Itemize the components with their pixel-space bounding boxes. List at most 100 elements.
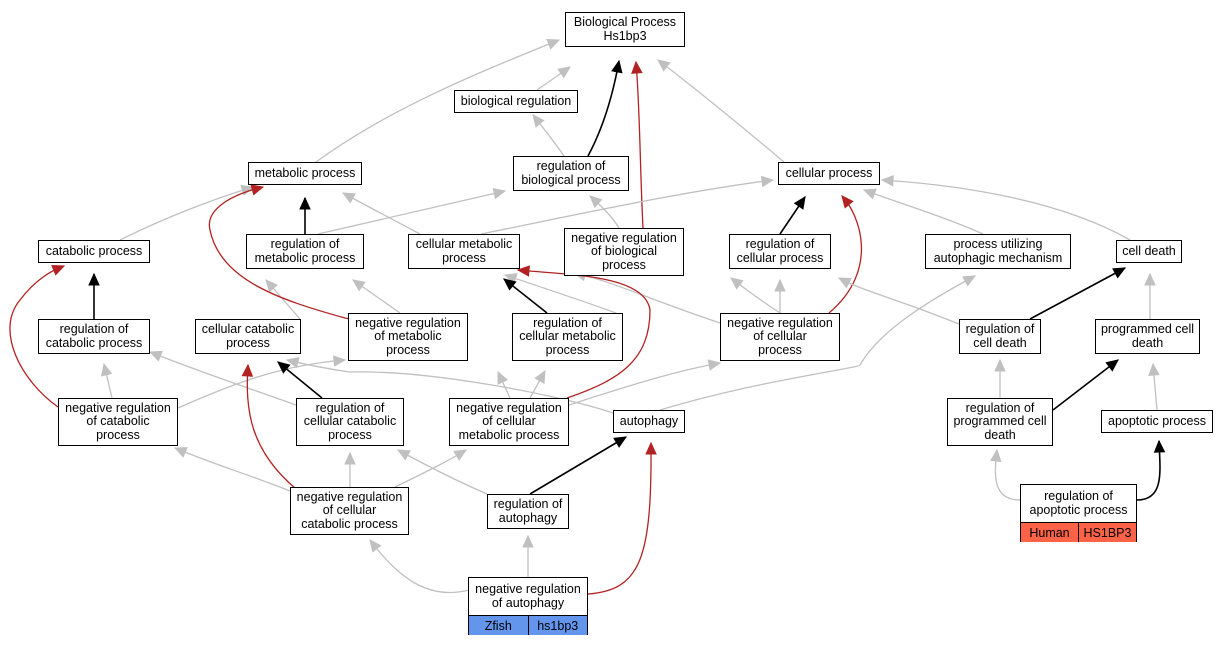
edge-arrowhead bbox=[516, 265, 530, 277]
edge-arrowhead bbox=[497, 370, 509, 385]
node-catabolic-process[interactable]: catabolic process bbox=[38, 240, 150, 263]
graph-edge bbox=[657, 59, 785, 163]
graph-edge bbox=[317, 190, 506, 235]
edge-arrowhead bbox=[1112, 267, 1127, 279]
graph-edge bbox=[828, 195, 863, 314]
graph-edge bbox=[1052, 359, 1119, 411]
node-biological-process-root[interactable]: Biological Process Hs1bp3 bbox=[565, 12, 685, 47]
node-label: process utilizing autophagic mechanism bbox=[933, 237, 1063, 265]
graph-edge bbox=[587, 442, 652, 595]
node-regulation-of-metabolic-process[interactable]: regulation of metabolic process bbox=[246, 234, 364, 269]
edge-arrowhead bbox=[962, 275, 977, 287]
node-label: catabolic process bbox=[45, 243, 143, 258]
annotated-node-negative-regulation-of-autophagy[interactable]: negative regulation of autophagy Zfish h… bbox=[468, 577, 588, 635]
graph-edge bbox=[659, 275, 976, 411]
node-process-utilizing-autophagic-mechanism[interactable]: process utilizing autophagic mechanism bbox=[925, 234, 1071, 269]
node-label: metabolic process bbox=[254, 165, 356, 180]
node-label: negative regulation of cellular process bbox=[727, 315, 833, 357]
edge-arrowhead bbox=[241, 363, 254, 377]
edge-arrowhead bbox=[1153, 439, 1166, 453]
node-label: cell death bbox=[1122, 243, 1176, 258]
edge-arrowhead bbox=[492, 187, 507, 200]
annotated-node-regulation-of-apoptotic-process[interactable]: regulation of apoptotic process Human HS… bbox=[1020, 484, 1137, 542]
edge-arrowhead bbox=[299, 196, 311, 210]
node-regulation-of-cellular-catabolic-process[interactable]: regulation of cellular catabolic process bbox=[296, 398, 404, 446]
node-biological-regulation[interactable]: biological regulation bbox=[454, 90, 578, 113]
edge-arrowhead bbox=[1144, 272, 1156, 286]
node-negative-regulation-of-cellular-metabolic-process[interactable]: negative regulation of cellular metaboli… bbox=[449, 398, 569, 446]
edge-arrowhead bbox=[613, 436, 628, 448]
edge-arrowhead bbox=[285, 356, 300, 369]
node-negative-regulation-of-biological-process[interactable]: negative regulation of biological proces… bbox=[564, 228, 684, 276]
node-negative-regulation-of-cellular-catabolic-process[interactable]: negative regulation of cellular cataboli… bbox=[290, 487, 409, 535]
node-regulation-of-catabolic-process[interactable]: regulation of catabolic process bbox=[38, 319, 150, 354]
node-negative-regulation-of-catabolic-process[interactable]: negative regulation of catabolic process bbox=[58, 398, 178, 446]
graph-edge bbox=[504, 274, 617, 314]
node-regulation-of-biological-process[interactable]: regulation of biological process bbox=[513, 156, 629, 191]
edge-arrowhead bbox=[396, 449, 411, 461]
node-negative-regulation-of-cellular-process[interactable]: negative regulation of cellular process bbox=[720, 313, 840, 361]
annotation-row: Zfish hs1bp3 bbox=[469, 616, 587, 635]
edge-arrowhead bbox=[862, 188, 877, 200]
gene-cell: HS1BP3 bbox=[1078, 523, 1136, 542]
edge-arrowhead bbox=[88, 272, 100, 286]
edge-arrowhead bbox=[657, 59, 671, 72]
edge-arrowhead bbox=[341, 192, 356, 204]
edge-arrowhead bbox=[841, 195, 854, 209]
edge-arrowhead bbox=[51, 264, 66, 276]
edge-arrowhead bbox=[173, 447, 188, 458]
edge-arrowhead bbox=[265, 279, 278, 293]
edge-arrowhead bbox=[503, 278, 517, 291]
node-autophagy[interactable]: autophagy bbox=[613, 410, 685, 433]
node-regulation-of-programmed-cell-death[interactable]: regulation of programmed cell death bbox=[947, 398, 1053, 446]
node-label: regulation of catabolic process bbox=[45, 322, 143, 350]
edge-arrowhead bbox=[101, 362, 113, 377]
graph-edge bbox=[149, 351, 297, 406]
edge-arrowhead bbox=[277, 361, 291, 374]
edge-arrowhead bbox=[352, 279, 366, 292]
graph-edge bbox=[369, 539, 470, 594]
edge-arrowhead bbox=[994, 358, 1006, 372]
edge-arrowhead bbox=[546, 38, 561, 50]
node-label: Biological Process Hs1bp3 bbox=[573, 15, 677, 43]
node-negative-regulation-of-metabolic-process[interactable]: negative regulation of metabolic process bbox=[348, 313, 468, 361]
node-label: negative regulation of autophagy bbox=[469, 578, 587, 616]
edge-arrowhead bbox=[453, 449, 468, 461]
graph-edge bbox=[1029, 267, 1126, 320]
node-label: apoptotic process bbox=[1108, 413, 1206, 428]
species-cell: Zfish bbox=[469, 616, 528, 635]
node-regulation-of-cellular-metabolic-process[interactable]: regulation of cellular metabolic process bbox=[512, 313, 623, 361]
graph-edge bbox=[397, 449, 488, 495]
node-regulation-of-cell-death[interactable]: regulation of cell death bbox=[959, 319, 1041, 354]
graph-edge bbox=[174, 447, 291, 492]
node-cell-death[interactable]: cell death bbox=[1116, 240, 1182, 263]
node-label: negative regulation of metabolic process bbox=[355, 315, 461, 357]
node-label: autophagy bbox=[619, 413, 679, 428]
edge-arrowhead bbox=[344, 451, 356, 465]
node-label: cellular metabolic process bbox=[415, 237, 513, 265]
graph-edge bbox=[881, 179, 1131, 241]
edge-arrowhead bbox=[707, 359, 722, 371]
node-apoptotic-process[interactable]: apoptotic process bbox=[1101, 410, 1213, 433]
graph-edge bbox=[635, 61, 644, 229]
node-regulation-of-autophagy[interactable]: regulation of autophagy bbox=[487, 494, 569, 529]
node-label: negative regulation of cellular cataboli… bbox=[296, 489, 403, 531]
graph-edge bbox=[177, 359, 346, 409]
node-cellular-process[interactable]: cellular process bbox=[778, 162, 880, 185]
node-label: regulation of cellular catabolic process bbox=[303, 400, 397, 442]
edge-arrowhead bbox=[369, 539, 382, 553]
graph-edge bbox=[119, 186, 254, 241]
node-programmed-cell-death[interactable]: programmed cell death bbox=[1095, 319, 1200, 354]
graph-edge bbox=[9, 265, 65, 408]
edge-arrowhead bbox=[774, 278, 786, 292]
edge-arrowhead bbox=[837, 277, 852, 289]
node-label: negative regulation of biological proces… bbox=[571, 230, 677, 272]
edge-arrowhead bbox=[1105, 359, 1119, 372]
edge-arrowhead bbox=[557, 66, 571, 79]
graph-edge bbox=[587, 60, 620, 157]
node-metabolic-process[interactable]: metabolic process bbox=[248, 162, 362, 185]
node-cellular-catabolic-process[interactable]: cellular catabolic process bbox=[195, 319, 301, 354]
edge-arrowhead bbox=[611, 59, 623, 74]
node-cellular-metabolic-process[interactable]: cellular metabolic process bbox=[408, 234, 520, 269]
node-regulation-of-cellular-process[interactable]: regulation of cellular process bbox=[729, 234, 831, 269]
